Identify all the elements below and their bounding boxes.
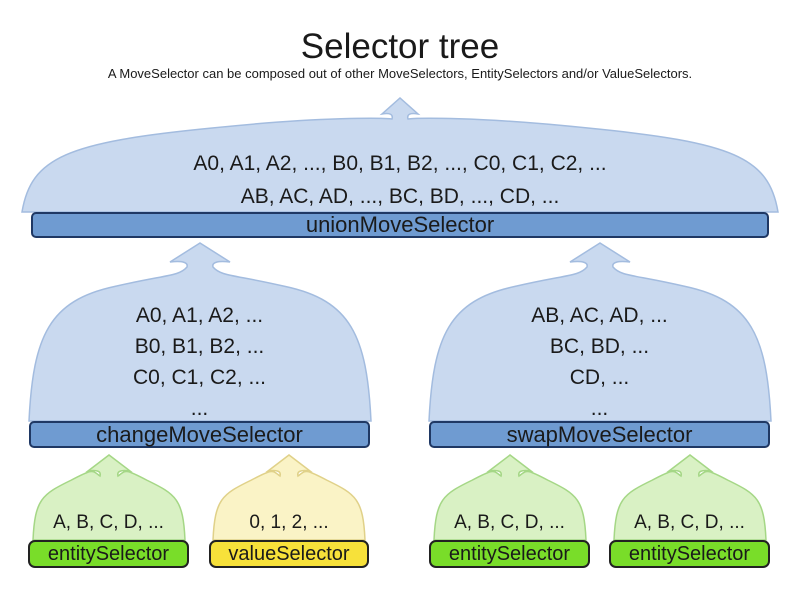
entity3-values-line: A, B, C, D, ... (634, 512, 745, 533)
swap-cloud-arrow-shape (428, 242, 772, 422)
change-values-line: ... (190, 397, 209, 420)
cloud-arrow-icon (613, 454, 767, 541)
union-cloud-arrow-shape (21, 96, 779, 213)
swap-values-line: BC, BD, ... (549, 335, 650, 358)
swap-cloud-values: AB, AC, AD, ... BC, BD, ... CD, ... ... (429, 300, 770, 424)
swap-values-line: CD, ... (569, 366, 630, 389)
entity-selector-bar-2: entitySelector (429, 540, 590, 568)
entity2-cloud-values: A, B, C, D, ... (429, 510, 590, 536)
entity3-cloud-values: A, B, C, D, ... (609, 510, 770, 536)
entity1-values-line: A, B, C, D, ... (53, 512, 164, 533)
value-selector-bar: valueSelector (209, 540, 369, 568)
value-values-line: 0, 1, 2, ... (249, 512, 329, 533)
swap-values-line: AB, AC, AD, ... (531, 304, 668, 327)
cloud-arrow-icon (428, 242, 772, 422)
cloud-arrow-icon (28, 242, 372, 422)
cloud-arrow-icon (21, 96, 779, 213)
entity3-cloud-arrow-shape (613, 454, 767, 541)
entity-selector-bar-3: entitySelector (609, 540, 770, 568)
change-values-line: C0, C1, C2, ... (132, 366, 267, 389)
cloud-arrow-icon (433, 454, 587, 541)
change-values-line: B0, B1, B2, ... (134, 335, 265, 358)
page-subtitle: A MoveSelector can be composed out of ot… (107, 66, 693, 81)
entity2-values-line: A, B, C, D, ... (454, 512, 565, 533)
cloud-arrow-icon (32, 454, 186, 541)
union-cloud-values: A0, A1, A2, ..., B0, B1, B2, ..., C0, C1… (22, 147, 778, 213)
value-cloud-arrow-shape (212, 454, 366, 541)
cloud-arrow-icon (212, 454, 366, 541)
page-title: Selector tree (300, 27, 500, 66)
entity2-cloud-arrow-shape (433, 454, 587, 541)
change-cloud-values: A0, A1, A2, ... B0, B1, B2, ... C0, C1, … (29, 300, 370, 424)
entity-selector-bar-1: entitySelector (28, 540, 189, 568)
entity1-cloud-values: A, B, C, D, ... (28, 510, 189, 536)
change-move-selector-bar: changeMoveSelector (29, 421, 370, 448)
change-cloud-arrow-shape (28, 242, 372, 422)
union-move-selector-bar: unionMoveSelector (31, 212, 769, 238)
union-values-line: AB, AC, AD, ..., BC, BD, ..., CD, ... (240, 185, 560, 208)
entity1-cloud-arrow-shape (32, 454, 186, 541)
union-values-line: A0, A1, A2, ..., B0, B1, B2, ..., C0, C1… (193, 152, 607, 175)
value-cloud-values: 0, 1, 2, ... (209, 510, 369, 536)
change-values-line: A0, A1, A2, ... (135, 304, 264, 327)
swap-move-selector-bar: swapMoveSelector (429, 421, 770, 448)
swap-values-line: ... (590, 397, 609, 420)
